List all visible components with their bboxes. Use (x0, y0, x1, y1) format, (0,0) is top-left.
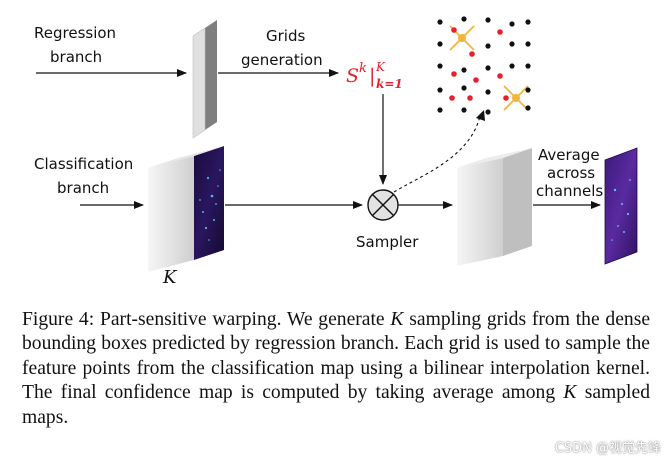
grid-point (485, 65, 491, 71)
grid-set-formula: S k | (346, 57, 375, 87)
dashed-arrowhead (476, 110, 485, 121)
k-channels-label: K (162, 267, 178, 288)
grids-generation-label: Grids generation (241, 27, 323, 69)
sampled-maps-block (457, 148, 532, 266)
sampler-label: Sampler (356, 233, 419, 251)
grid-point (525, 41, 531, 47)
classification-feature-map (148, 146, 224, 272)
sampler-node (367, 189, 399, 221)
grid-point (509, 63, 515, 69)
sampled-point (473, 77, 479, 83)
watermark: CSDN @视觉先锋 (554, 441, 661, 456)
sampled-point (503, 95, 509, 101)
final-confidence-map (604, 147, 638, 265)
grid-point (509, 21, 515, 27)
sampled-point (451, 27, 457, 33)
caption-k: K (390, 309, 404, 330)
part-sensitive-warping-diagram: Regression branch Classification branch … (34, 16, 638, 288)
average-across-channels-label: Average across channels (536, 146, 604, 200)
formula-upper-limit: K (375, 60, 386, 74)
grid-point (437, 19, 443, 25)
sampled-point (449, 95, 455, 101)
formula-lower-limit: k=1 (376, 77, 403, 91)
grid-point (485, 17, 491, 23)
regression-map (192, 20, 217, 139)
grid-point (437, 87, 443, 93)
grid-point (437, 107, 443, 113)
regression-branch-label: Regression branch (34, 24, 121, 66)
grid-point (485, 109, 491, 115)
grid-point (485, 43, 491, 49)
sampling-marker (512, 94, 520, 102)
grid-point (437, 63, 443, 69)
classification-branch-label: Classification branch (34, 155, 138, 197)
grid-point (461, 85, 467, 91)
grid-point (485, 89, 491, 95)
grid-point (525, 19, 531, 25)
grid-point (461, 16, 467, 22)
sampler-to-grids-dashed-arrow (393, 115, 481, 193)
sampled-point (451, 71, 457, 77)
sampling-grid-illustration (437, 16, 531, 115)
sampled-point (497, 73, 503, 79)
caption-k-2: K (563, 382, 577, 404)
sampling-marker (458, 34, 466, 42)
sampled-point (467, 95, 473, 101)
grid-point (461, 67, 467, 73)
figure-label: Figure 4: (22, 309, 95, 330)
grid-point (437, 41, 443, 47)
grid-point (509, 41, 515, 47)
sampled-point (469, 51, 475, 57)
grid-point (525, 105, 531, 111)
figure-caption: Figure 4: Part-sensitive warping. We gen… (22, 309, 651, 428)
grid-point (461, 107, 467, 113)
grid-point (525, 87, 531, 93)
sampled-point (497, 29, 503, 35)
grid-point (525, 63, 531, 69)
